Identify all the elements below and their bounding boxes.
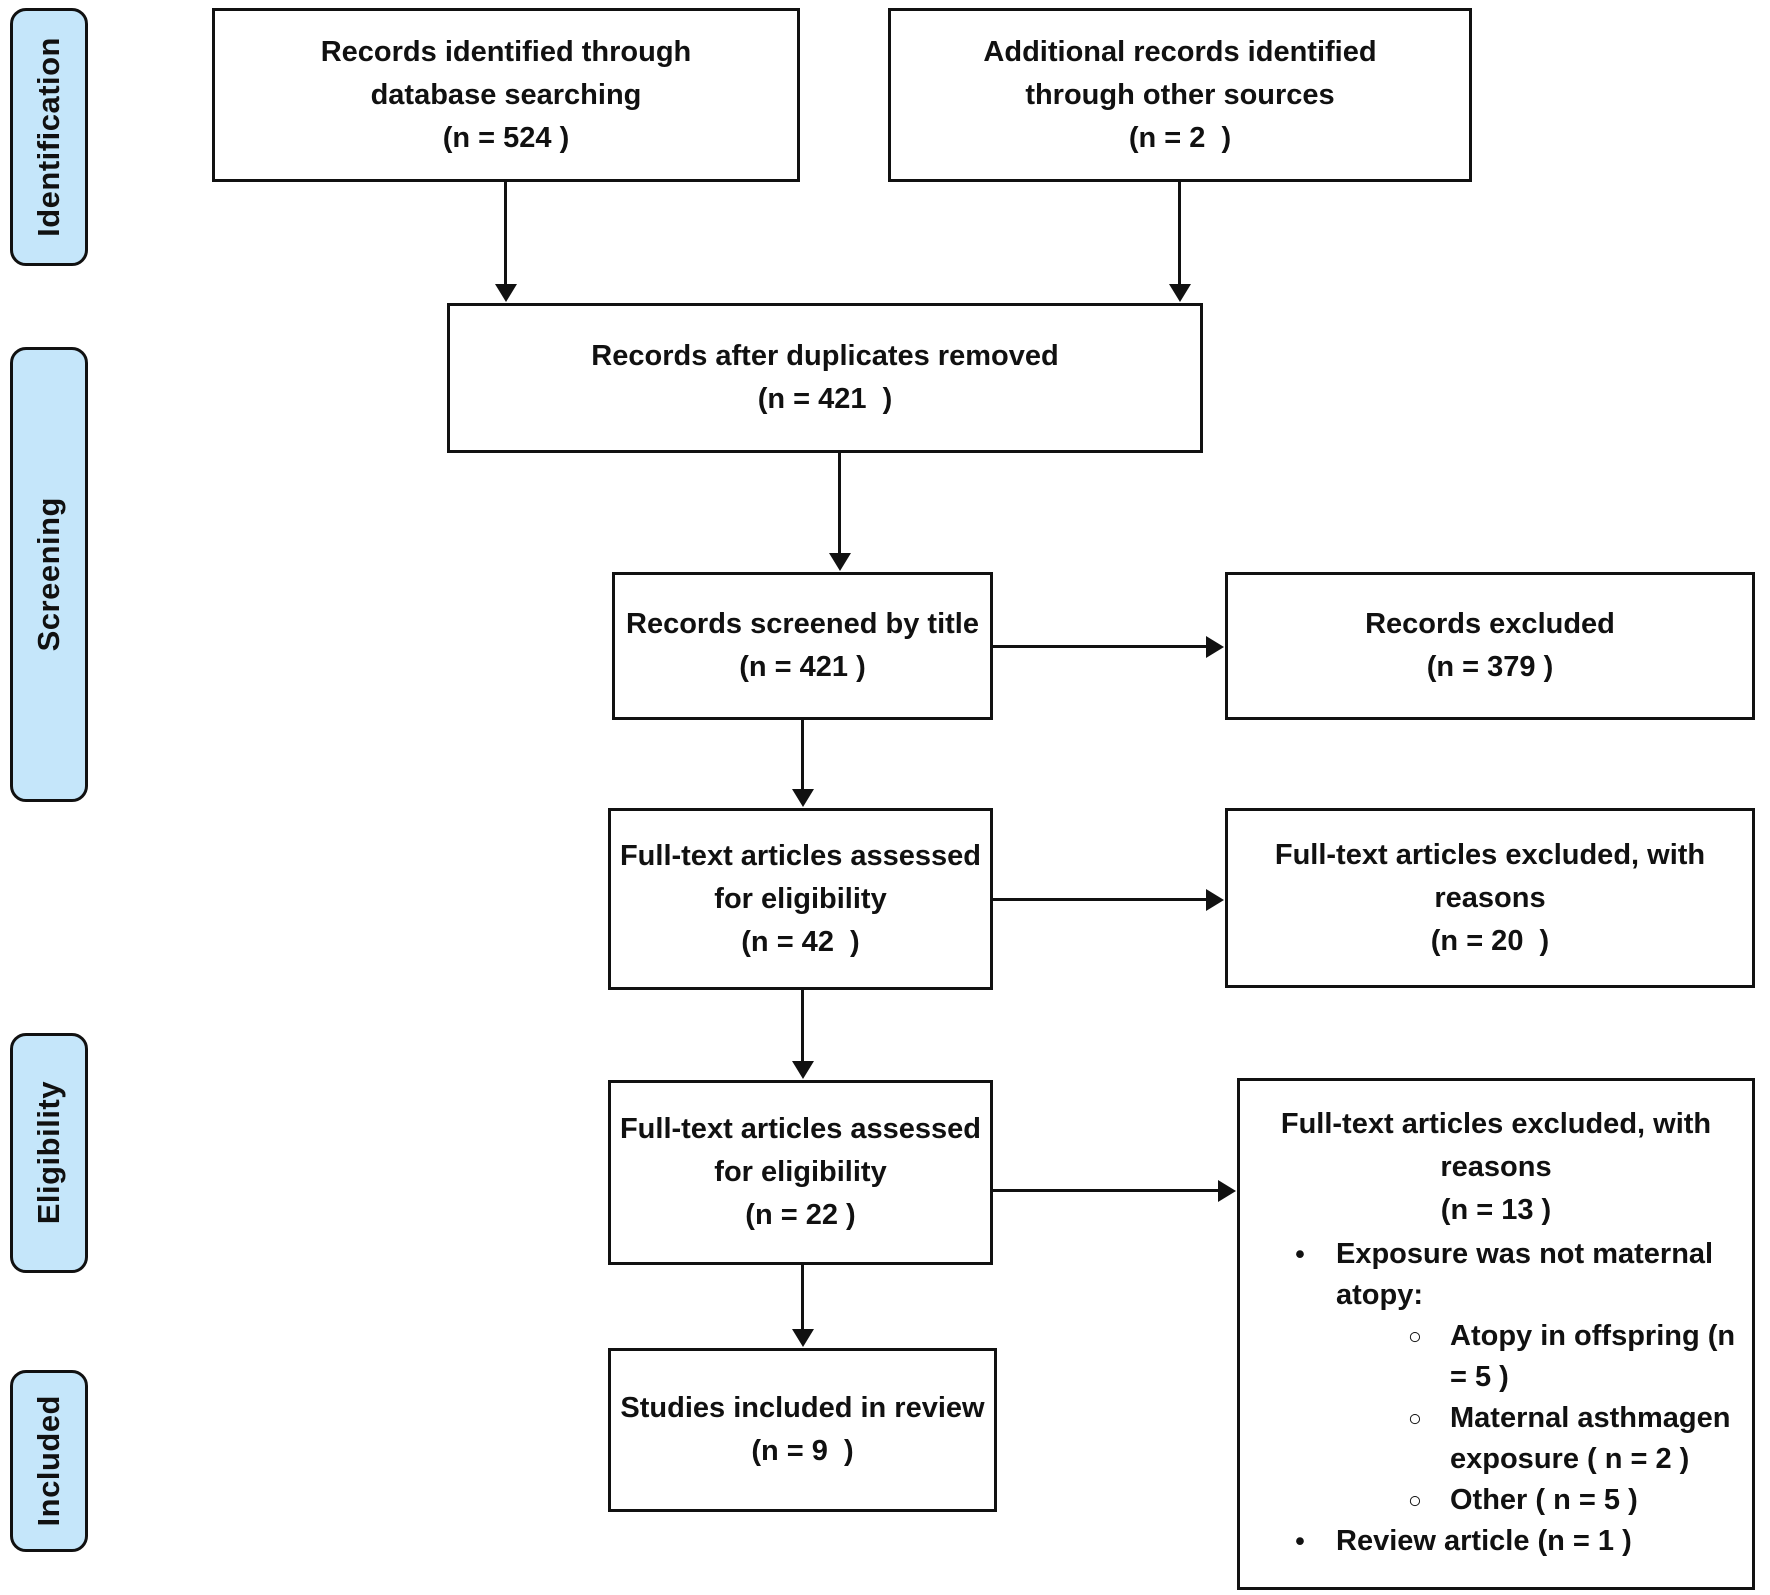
box-fulltext-excluded-20: Full-text articles excluded, with reason… xyxy=(1225,808,1755,988)
box-count: (n = 379 ) xyxy=(1426,651,1554,683)
list-item-text: Atopy in offspring (n = 5 ) xyxy=(1450,1320,1744,1393)
box-text-line: reasons xyxy=(1440,1151,1552,1183)
box-text-line: for eligibility xyxy=(714,1156,887,1188)
arrow-duplicates-to-screened xyxy=(838,453,841,554)
box-count: (n = 22 ) xyxy=(745,1199,856,1231)
list-item: ○ Maternal asthmagen exposure ( n = 2 ) xyxy=(1240,1398,1752,1480)
arrow-screened-to-excluded xyxy=(993,645,1207,648)
arrow-fulltext22-to-included xyxy=(801,1265,804,1330)
list-item-text: Exposure was not maternal atopy: xyxy=(1336,1238,1722,1311)
box-text-line: Studies included in review xyxy=(620,1392,985,1424)
box-count: (n = 2 ) xyxy=(1128,121,1232,154)
stage-included-label: Included xyxy=(31,1395,66,1527)
arrow-other-to-duplicates xyxy=(1178,182,1181,285)
box-records-identified-database: Records identified through database sear… xyxy=(212,8,800,182)
box-text-line: Full-text articles assessed xyxy=(619,839,982,872)
box-text-line: Full-text articles excluded, with xyxy=(1280,1108,1712,1140)
stage-eligibility: Eligibility xyxy=(10,1033,88,1273)
arrow-fulltext22-to-excluded xyxy=(993,1189,1219,1192)
box-fulltext-assessed-42: Full-text articles assessed for eligibil… xyxy=(608,808,993,990)
box-text-line: Records after duplicates removed xyxy=(591,340,1059,372)
stage-identification-label: Identification xyxy=(31,37,66,237)
list-item: • Review article (n = 1 ) xyxy=(1240,1521,1752,1562)
box-records-after-duplicates-removed: Records after duplicates removed (n = 42… xyxy=(447,303,1203,453)
stage-screening: Screening xyxy=(10,347,88,802)
box-text-line: Records screened by title xyxy=(626,608,979,640)
box-studies-included: Studies included in review (n = 9 ) xyxy=(608,1348,997,1512)
stage-screening-label: Screening xyxy=(31,497,66,652)
box-text-line: Records excluded xyxy=(1365,608,1615,640)
box-text-line: Full-text articles excluded, with xyxy=(1274,838,1706,871)
list-item: ○ Atopy in offspring (n = 5 ) xyxy=(1240,1316,1752,1398)
box-text-line: through other sources xyxy=(1025,78,1335,111)
circle-bullet-icon: ○ xyxy=(1408,1487,1422,1513)
box-text-line: Additional records identified xyxy=(983,35,1377,68)
stage-eligibility-label: Eligibility xyxy=(31,1081,66,1225)
circle-bullet-icon: ○ xyxy=(1408,1405,1422,1431)
stage-identification: Identification xyxy=(10,8,88,266)
arrow-fulltext42-to-fulltext22 xyxy=(801,990,804,1062)
arrow-database-to-duplicates xyxy=(504,182,507,285)
exclusion-reasons-list: • Exposure was not maternal atopy: ○ Ato… xyxy=(1240,1234,1752,1562)
box-count: (n = 421 ) xyxy=(757,383,893,415)
box-text-line: database searching xyxy=(370,78,642,111)
box-text-line: Full-text articles assessed xyxy=(619,1113,982,1145)
box-count: (n = 421 ) xyxy=(739,651,866,683)
list-item-text: Maternal asthmagen exposure ( n = 2 ) xyxy=(1450,1402,1739,1475)
list-item: ○ Other ( n = 5 ) xyxy=(1240,1480,1752,1521)
box-count: (n = 20 ) xyxy=(1430,924,1550,957)
box-fulltext-assessed-22: Full-text articles assessed for eligibil… xyxy=(608,1080,993,1265)
circle-bullet-icon: ○ xyxy=(1408,1323,1422,1349)
list-item-text: Other ( n = 5 ) xyxy=(1450,1484,1638,1516)
bullet-icon: • xyxy=(1295,1526,1305,1556)
stage-included: Included xyxy=(10,1370,88,1552)
box-text-line: Records identified through xyxy=(320,35,692,68)
box-text-line: reasons xyxy=(1434,881,1546,914)
box-count: (n = 42 ) xyxy=(741,925,860,958)
box-fulltext-excluded-13: Full-text articles excluded, with reason… xyxy=(1237,1078,1755,1590)
box-records-excluded: Records excluded (n = 379 ) xyxy=(1225,572,1755,720)
box-count: (n = 9 ) xyxy=(751,1435,854,1467)
list-item: • Exposure was not maternal atopy: xyxy=(1240,1234,1752,1316)
arrow-fulltext42-to-excluded xyxy=(993,898,1207,901)
box-records-screened-by-title: Records screened by title (n = 421 ) xyxy=(612,572,993,720)
box-text-line: for eligibility xyxy=(714,882,887,915)
arrow-screened-to-fulltext42 xyxy=(801,720,804,790)
box-records-identified-other-sources: Additional records identified through ot… xyxy=(888,8,1472,182)
box-count: (n = 13 ) xyxy=(1440,1194,1552,1226)
bullet-icon: • xyxy=(1295,1239,1305,1269)
list-item-text: Review article (n = 1 ) xyxy=(1336,1525,1632,1557)
box-count: (n = 524 ) xyxy=(442,121,570,154)
